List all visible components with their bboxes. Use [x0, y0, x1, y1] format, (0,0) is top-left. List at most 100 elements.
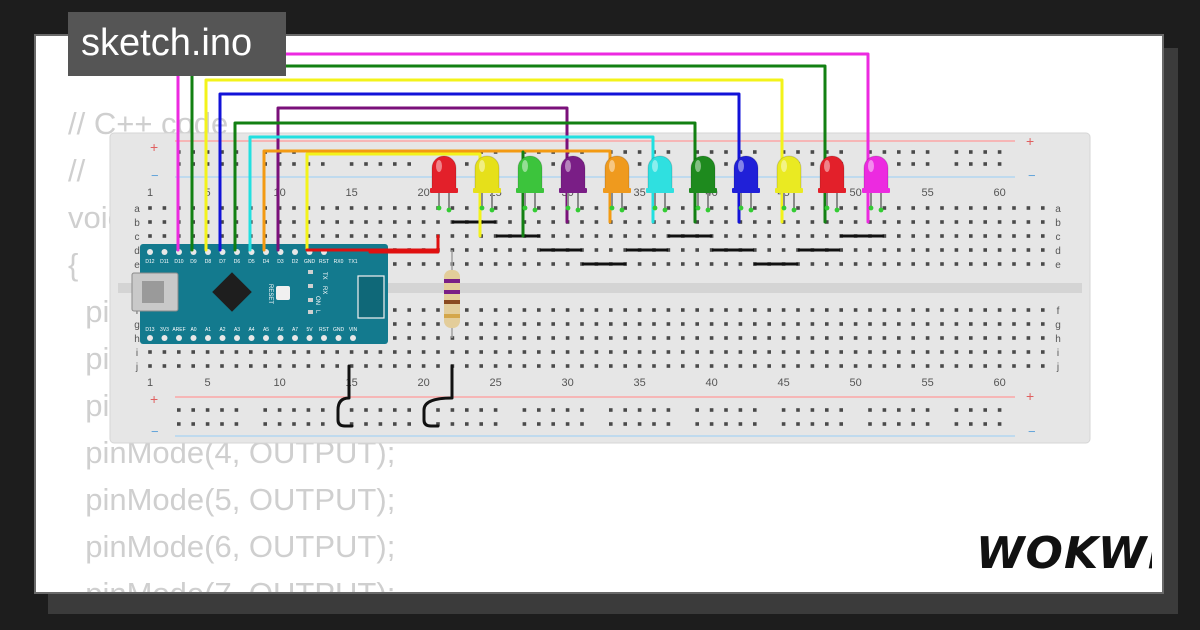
- column-number: 35: [633, 187, 645, 199]
- nano-pin-top: [147, 249, 153, 255]
- nano-pin-label: D4: [263, 259, 270, 265]
- led: [862, 155, 890, 213]
- jumper-wire: [422, 364, 454, 428]
- nano-pin-label: D13: [145, 327, 154, 333]
- nano-pin-label: D11: [160, 259, 169, 265]
- column-number: 25: [489, 377, 501, 389]
- l-label: L: [314, 310, 320, 314]
- led: [473, 155, 501, 213]
- on-label: ON: [314, 296, 320, 305]
- row-label: a: [1055, 204, 1061, 215]
- column-number: 15: [345, 377, 357, 389]
- led: [775, 155, 803, 213]
- nano-pin-label: A7: [292, 327, 298, 333]
- led: [516, 155, 544, 213]
- code-line: pinMode(7, OUTPUT);: [68, 576, 396, 594]
- rail-plus-label: +: [150, 139, 158, 155]
- column-number: 35: [633, 377, 645, 389]
- jumper-wire: [336, 364, 354, 428]
- column-number: 5: [205, 377, 211, 389]
- code-line: pinMode(5, OUTPUT);: [68, 482, 396, 517]
- row-label: c: [1056, 232, 1061, 243]
- reset-button: [276, 286, 290, 300]
- tx-label: TX: [321, 272, 327, 280]
- row-label: h: [1055, 334, 1061, 345]
- nano-pin-label: 3V3: [160, 327, 169, 333]
- led: [689, 155, 717, 213]
- row-label: j: [1056, 362, 1059, 373]
- row-label: e: [1055, 260, 1061, 271]
- column-number: 1: [147, 187, 153, 199]
- arduino-board: [140, 244, 388, 344]
- file-tab-title: sketch.ino: [68, 12, 286, 76]
- nano-pin-label: D12: [145, 259, 154, 265]
- rail-plus-label-bottom-right: +: [1026, 388, 1034, 404]
- rail-minus-label-right: −: [1028, 168, 1036, 183]
- row-label: b: [1055, 218, 1061, 229]
- row-label: e: [134, 260, 140, 271]
- jumper-wire: [204, 78, 784, 252]
- row-label: b: [134, 218, 140, 229]
- column-number: 60: [993, 377, 1005, 389]
- nano-pin-bottom: [147, 335, 153, 341]
- column-number: 45: [777, 377, 789, 389]
- nano-pin-label: AREF: [172, 327, 185, 333]
- nano-pin-label: TX1: [348, 259, 357, 265]
- row-label: h: [134, 334, 140, 345]
- nano-pin-label: A2: [219, 327, 225, 333]
- column-number: 15: [345, 187, 357, 199]
- nano-pin-bottom: [306, 335, 313, 341]
- nano-pin-label: 5V: [306, 327, 313, 333]
- nano-pin-label: A1: [205, 327, 211, 333]
- code-line: pinMode(6, OUTPUT);: [68, 529, 396, 564]
- led-row: [430, 155, 890, 213]
- row-label: d: [134, 246, 140, 257]
- nano-pin-label: A5: [263, 327, 269, 333]
- rail-plus-label-right: +: [1026, 133, 1034, 149]
- column-number: 55: [921, 377, 933, 389]
- row-label: i: [136, 348, 138, 359]
- column-number: 50: [849, 377, 861, 389]
- code-line: //: [68, 153, 86, 188]
- led: [559, 155, 587, 213]
- column-number: 10: [273, 187, 285, 199]
- row-label: d: [1055, 246, 1061, 257]
- nano-pin-label: D10: [174, 259, 183, 265]
- nano-pin-label: A0: [190, 327, 196, 333]
- nano-pin-label: A4: [248, 327, 254, 333]
- column-number: 10: [273, 377, 285, 389]
- jumper-wire: [218, 92, 741, 252]
- nano-pin-label: RST: [319, 259, 329, 265]
- rail-minus-label: −: [151, 168, 159, 183]
- nano-pin-label: D2: [292, 259, 299, 265]
- nano-pin-bottom: [321, 335, 327, 341]
- rail-minus-label-bottom-right: −: [1028, 424, 1036, 439]
- nano-pin-label: A6: [277, 327, 283, 333]
- column-number: 5: [205, 187, 211, 199]
- nano-pin-bottom: [176, 335, 182, 341]
- row-label: i: [1057, 348, 1059, 359]
- nano-pin-bottom: [205, 335, 211, 341]
- breadboard-jumper-links: [452, 220, 884, 266]
- nano-pin-bottom: [292, 335, 298, 341]
- reset-label: RESET: [267, 284, 273, 304]
- nano-pin-label: D6: [234, 259, 241, 265]
- nano-pin-label: VIN: [349, 327, 358, 333]
- nano-pin-label: D8: [205, 259, 212, 265]
- column-number: 55: [921, 187, 933, 199]
- row-label: a: [134, 204, 140, 215]
- jumper-wire: [305, 234, 440, 252]
- nano-pin-top: [161, 249, 168, 255]
- nano-pin-bottom: [350, 335, 356, 341]
- nano-pin-label: D3: [277, 259, 284, 265]
- nano-pin-label: D9: [190, 259, 197, 265]
- nano-pin-top: [292, 249, 298, 255]
- nano-pin-bottom: [219, 335, 226, 341]
- nano-pin-label: RST: [319, 327, 329, 333]
- led: [430, 155, 458, 213]
- nano-pin-bottom: [335, 335, 342, 341]
- nano-pin-bottom: [190, 335, 197, 341]
- breadboard-center-channel: [118, 283, 1082, 293]
